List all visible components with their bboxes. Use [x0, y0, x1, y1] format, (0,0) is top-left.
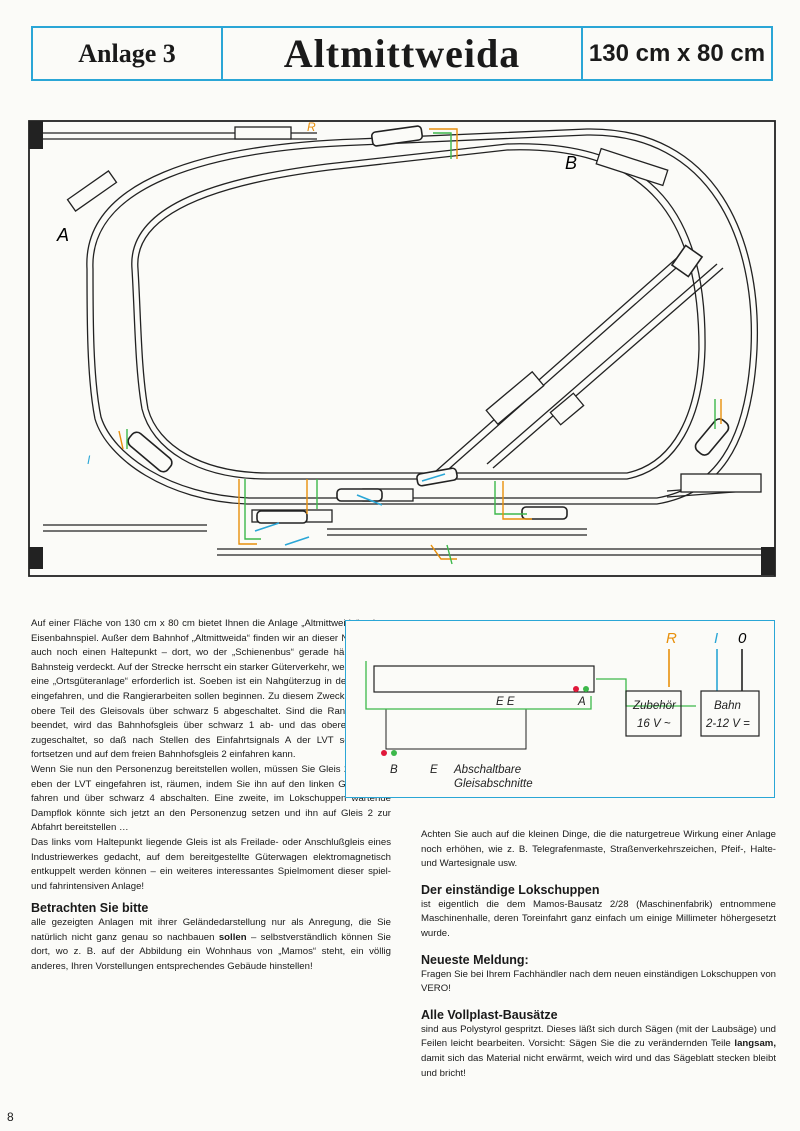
- plan-text: A B R I: [56, 120, 577, 467]
- heading-neueste: Neueste Meldung:: [421, 952, 529, 967]
- wires: [118, 128, 722, 565]
- bahn-label: Bahn: [714, 700, 741, 712]
- trains: [127, 125, 730, 524]
- plan-number: Anlage 3: [33, 28, 223, 79]
- wiring-zero-label: 0: [738, 630, 747, 647]
- signal-r-label: R: [307, 120, 316, 134]
- heading-betrachten: Betrachten Sie bitte: [31, 901, 149, 916]
- abschalt-label-1: Abschaltbare: [453, 764, 521, 776]
- paragraph-vollplast: sind aus Polystyrol gespritzt. Dieses lä…: [421, 1023, 776, 1079]
- paragraph-intro: Auf einer Fläche von 130 cm x 80 cm biet…: [31, 618, 391, 761]
- zubehoer-voltage: 16 V ~: [637, 718, 671, 730]
- abschalt-label-2: Gleisabschnitte: [454, 778, 533, 790]
- wiring-svg: R I 0 Zubehör 16 V ~ Bahn 2-12 V = E E A…: [365, 630, 760, 790]
- heading-lokschuppen: Der einständige Lokschuppen: [421, 882, 600, 897]
- heading-vollplast: Alle Vollplast-Bausätze: [421, 1007, 558, 1022]
- paragraph-freight-track: Das links vom Haltepunkt liegende Gleis …: [31, 836, 391, 892]
- switch-block-2: [385, 708, 527, 750]
- bahn-box: [700, 690, 760, 737]
- body-right-column: Achten Sie auch auf die kleinen Dinge, d…: [421, 828, 776, 1081]
- direction-arrows: [254, 473, 446, 546]
- switch-block-1: [373, 665, 595, 693]
- i-label: I: [87, 453, 91, 467]
- paragraph-neueste: Fragen Sie bei Ihrem Fachhändler nach de…: [421, 968, 776, 995]
- zubehoer-box: [625, 690, 682, 737]
- paragraph-note: alle gezeigten Anlagen mit ihrer Gelände…: [31, 917, 391, 973]
- row2-label-b: B: [390, 764, 398, 776]
- plan-title: Altmittweida: [223, 28, 583, 79]
- station-b-label: B: [565, 153, 577, 173]
- paragraph-lokschuppen: ist eigentlich die dem Mamos-Bausatz 2/2…: [421, 898, 776, 939]
- plan-size: 130 cm x 80 cm: [588, 39, 766, 67]
- zubehoer-label: Zubehör: [632, 700, 677, 712]
- row1-label-a: A: [577, 696, 586, 708]
- paragraph-details: Achten Sie auch auf die kleinen Dinge, d…: [421, 829, 776, 870]
- tracks: [43, 128, 762, 556]
- page-number: 8: [7, 1110, 14, 1124]
- row1-label-ee: E E: [496, 696, 515, 708]
- wiring-r-label: R: [666, 630, 677, 647]
- track-plan: A B R I: [28, 120, 776, 577]
- plan-corner-tl: [29, 121, 43, 149]
- plan-frame: [28, 120, 776, 577]
- body-left-column: Auf einer Fläche von 130 cm x 80 cm biet…: [31, 617, 391, 975]
- paragraph-passenger-train: Wenn Sie nun den Personenzug bereitstell…: [31, 763, 391, 834]
- bahn-voltage: 2-12 V =: [705, 718, 750, 730]
- title-box: Anlage 3 Altmittweida 130 cm x 80 cm: [31, 26, 773, 81]
- wiring-diagram: R I 0 Zubehör 16 V ~ Bahn 2-12 V = E E A…: [345, 620, 775, 798]
- plan-corner-bl: [29, 547, 43, 569]
- wiring-i-label: I: [714, 630, 718, 647]
- plan-corner-br: [761, 547, 775, 575]
- station-a-label: A: [56, 225, 69, 245]
- row2-label-e: E: [430, 764, 438, 776]
